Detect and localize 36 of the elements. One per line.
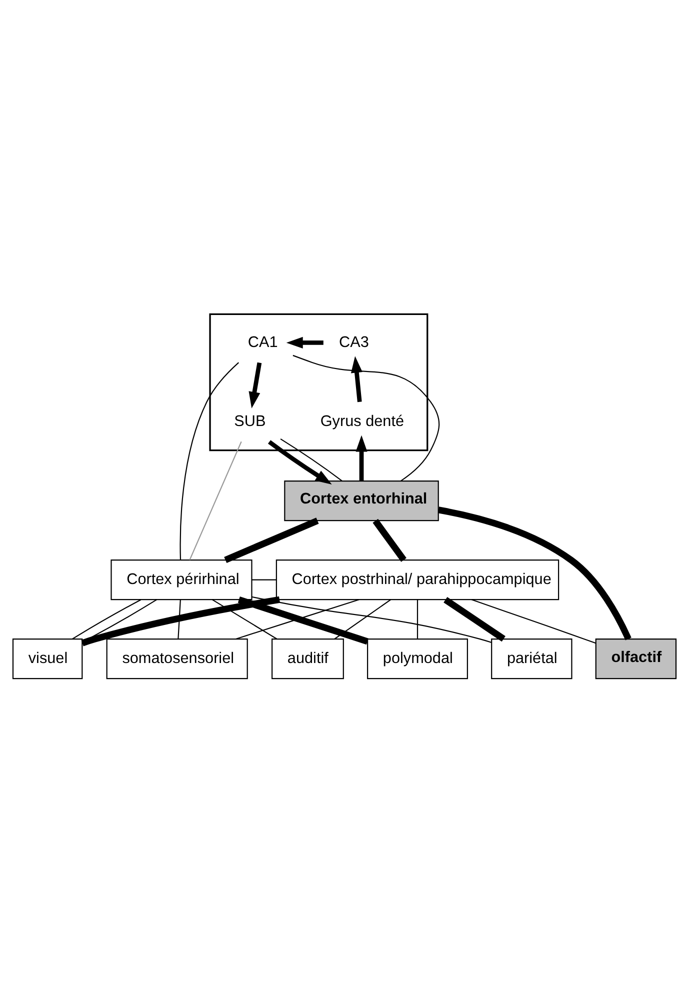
node-text: CA3: [339, 334, 369, 351]
arrow: [248, 362, 262, 408]
connector: [189, 441, 242, 560]
connector: [81, 596, 280, 646]
node-box: pariétal: [491, 638, 572, 680]
connector: [438, 506, 632, 640]
arrow: [286, 336, 324, 348]
connector: [236, 599, 360, 640]
node-box: olfactif: [595, 638, 677, 680]
connector: [280, 438, 342, 482]
node-text: CA1: [248, 334, 278, 351]
node-box: auditif: [272, 638, 344, 680]
node-box: visuel: [12, 638, 83, 680]
node-box: polymodal: [367, 638, 468, 680]
connector: [252, 579, 276, 580]
connector: [224, 518, 319, 563]
arrow: [356, 435, 368, 481]
arrow: [268, 440, 332, 484]
node-box: Cortex postrhinal/ parahippocampique: [276, 560, 560, 600]
connector: [471, 599, 596, 644]
connector: [178, 600, 181, 640]
connector: [372, 518, 406, 562]
connector: [416, 600, 418, 639]
node-text: SUB: [234, 412, 266, 430]
connector: [212, 599, 278, 640]
node-box: somatosensoriel: [106, 638, 248, 680]
connector: [252, 596, 492, 644]
node-text: Gyrus denté: [320, 412, 404, 430]
connector: [238, 596, 368, 645]
connector: [72, 599, 142, 640]
connector: [334, 599, 391, 640]
node-box: Cortex périrhinal: [110, 560, 252, 600]
connector: [180, 362, 240, 560]
connector: [292, 354, 440, 482]
node-box: Cortex entorhinal: [284, 480, 439, 522]
arrow: [350, 356, 362, 402]
